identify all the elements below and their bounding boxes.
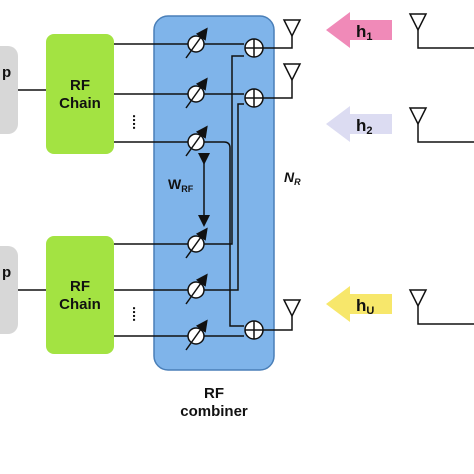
wrf-label: WRF (168, 176, 194, 194)
baseband-block-bottom (0, 246, 18, 334)
phase-shifter-6 (185, 319, 208, 351)
rf-chain-block-top (46, 34, 114, 154)
rf-combiner-box (153, 15, 275, 371)
channel-label-h1: h1 (356, 22, 373, 43)
user-antenna-2 (408, 107, 474, 143)
adder-2 (244, 88, 264, 108)
combiner-label-line1: RF (204, 385, 224, 402)
channel-arrow-hu: hU (326, 286, 392, 322)
baseband-label-top: p (2, 64, 11, 81)
channel-label-h2: h2 (356, 116, 373, 137)
channel-arrow-h1: h1 (326, 12, 392, 48)
adder-to-antenna-lines (263, 36, 293, 331)
phase-shifter-3 (185, 125, 208, 157)
adder-3 (244, 320, 264, 340)
nr-label: NR (284, 169, 301, 187)
rx-antenna-1 (282, 19, 302, 38)
phase-shifter-5 (185, 273, 208, 305)
rf-chain-bottom-line2: Chain (59, 296, 101, 313)
user-antenna-1 (408, 13, 474, 49)
rf-to-shifter-lines (114, 43, 196, 337)
rx-antenna-3 (282, 299, 302, 318)
rx-antenna-2 (282, 63, 302, 82)
ellipsis-top: .... (130, 114, 146, 130)
ellipsis-bottom: .... (130, 306, 146, 322)
rf-chain-bottom-line1: RF (70, 278, 90, 295)
phase-shifter-1 (185, 27, 208, 59)
user-antenna-u (408, 289, 474, 325)
phase-shifter-2 (185, 77, 208, 109)
phase-shifter-4 (185, 227, 208, 259)
combiner-label-line2: combiner (180, 403, 248, 420)
channel-arrow-h2: h2 (326, 106, 392, 142)
baseband-label-bottom: p (2, 264, 11, 281)
baseband-block-top (0, 46, 18, 134)
adder-1 (244, 38, 264, 58)
channel-label-hu: hU (356, 296, 374, 317)
rf-chain-top-line2: Chain (59, 95, 101, 112)
rf-chain-block-bottom (46, 236, 114, 354)
rf-chain-top-line1: RF (70, 77, 90, 94)
